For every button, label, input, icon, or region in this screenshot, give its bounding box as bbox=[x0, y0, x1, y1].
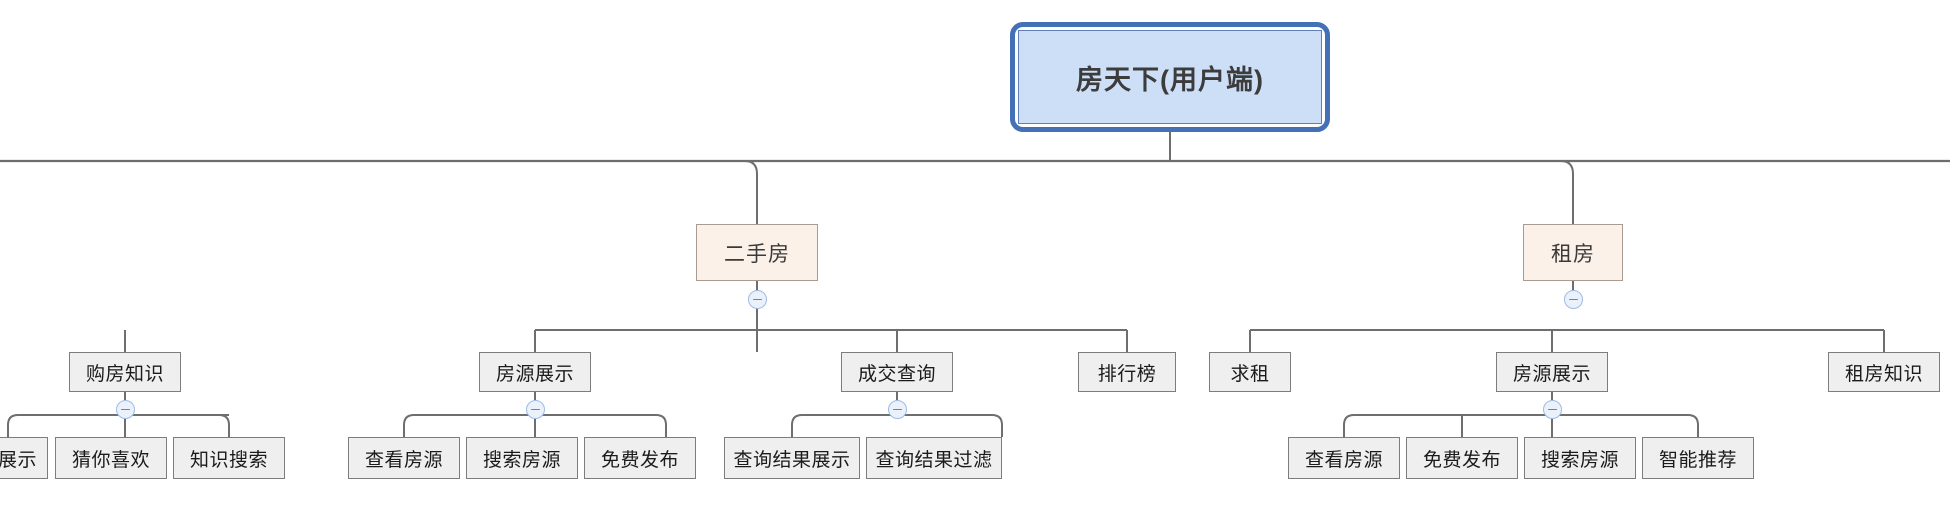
node-esf-chakanfangyuan[interactable]: 查看房源 bbox=[348, 437, 460, 479]
node-label: 免费发布 bbox=[1422, 449, 1501, 471]
node-label: 猜你喜欢 bbox=[71, 449, 150, 471]
node-zf-chakanfangyuan[interactable]: 查看房源 bbox=[1288, 437, 1400, 479]
node-zf-fangyuanzhanshi[interactable]: 房源展示 bbox=[1496, 352, 1608, 392]
edge-b1c1-bus-l bbox=[1343, 414, 1355, 437]
collapse-minus-icon-zufang[interactable] bbox=[1564, 290, 1583, 309]
node-esf-chaxunjieguoguolv[interactable]: 查询结果过滤 bbox=[866, 437, 1002, 479]
minus-glyph bbox=[121, 408, 130, 411]
collapse-minus-icon-goufangzhishi[interactable] bbox=[116, 400, 135, 419]
node-label: 租房 bbox=[1551, 242, 1595, 266]
edge-trunk-to-branch-0 bbox=[744, 160, 758, 224]
node-label: 知识搜索 bbox=[189, 449, 268, 471]
node-branch-ershoufang[interactable]: 二手房 bbox=[696, 224, 818, 281]
node-zf-suosuofangyuan[interactable]: 搜索房源 bbox=[1524, 437, 1636, 479]
edge-trunk-to-branch-1 bbox=[1560, 160, 1574, 224]
edge-b0c0-bus-r bbox=[655, 414, 667, 437]
node-zf-qiuzu[interactable]: 求租 bbox=[1209, 352, 1291, 392]
node-label: 房源展示 bbox=[495, 363, 574, 385]
node-root-label-box: 房天下(用户端) bbox=[1018, 30, 1322, 124]
node-label: 展示 bbox=[0, 449, 37, 471]
node-esf-suosuofangyuan[interactable]: 搜索房源 bbox=[466, 437, 578, 479]
node-esf-mianfeifabu[interactable]: 免费发布 bbox=[584, 437, 696, 479]
node-label: 查询结果过滤 bbox=[875, 449, 993, 471]
node-label: 查看房源 bbox=[364, 449, 443, 471]
node-root[interactable]: 房天下(用户端) bbox=[1010, 22, 1330, 132]
node-label: 排行榜 bbox=[1097, 363, 1157, 385]
edge-b1c1-bus-r bbox=[1687, 414, 1699, 437]
node-esf-fangyuanzhanshi[interactable]: 房源展示 bbox=[479, 352, 591, 392]
node-esf-chengjiaochaxun[interactable]: 成交查询 bbox=[841, 352, 953, 392]
node-label: 二手房 bbox=[724, 242, 790, 266]
node-zf-mianfeifabu[interactable]: 免费发布 bbox=[1406, 437, 1518, 479]
node-left-zhishisousuo[interactable]: 知识搜索 bbox=[173, 437, 285, 479]
node-esf-chaxunjieguozhanshi[interactable]: 查询结果展示 bbox=[724, 437, 860, 479]
node-root-label: 房天下(用户端) bbox=[1076, 64, 1264, 95]
node-label: 智能推荐 bbox=[1658, 449, 1737, 471]
edge-b0c1-bus-l bbox=[791, 414, 803, 437]
edge-b0c0-bus-l bbox=[403, 414, 415, 437]
node-left-zhanshi-partial[interactable]: 展示 bbox=[0, 437, 48, 479]
minus-glyph bbox=[893, 408, 902, 411]
node-esf-paihangbang[interactable]: 排行榜 bbox=[1078, 352, 1176, 392]
node-label: 查看房源 bbox=[1304, 449, 1383, 471]
node-label: 成交查询 bbox=[857, 363, 936, 385]
node-label: 免费发布 bbox=[600, 449, 679, 471]
collapse-minus-icon-esf-chengjiaochaxun[interactable] bbox=[888, 400, 907, 419]
node-zf-zhinengtuijian[interactable]: 智能推荐 bbox=[1642, 437, 1754, 479]
node-label: 房源展示 bbox=[1512, 363, 1591, 385]
node-label: 搜索房源 bbox=[1540, 449, 1619, 471]
minus-glyph bbox=[531, 408, 540, 411]
minus-glyph bbox=[753, 298, 762, 301]
edge-b0c1-bus-r bbox=[991, 414, 1003, 437]
node-label: 求租 bbox=[1230, 363, 1270, 385]
minus-glyph bbox=[1569, 298, 1578, 301]
node-label: 租房知识 bbox=[1844, 363, 1923, 385]
node-label: 购房知识 bbox=[85, 363, 164, 385]
collapse-minus-icon-esf-fangyuanzhanshi[interactable] bbox=[526, 400, 545, 419]
node-branch-zufang[interactable]: 租房 bbox=[1523, 224, 1623, 281]
collapse-minus-icon-ershoufang[interactable] bbox=[748, 290, 767, 309]
node-left-caonixihuan[interactable]: 猜你喜欢 bbox=[55, 437, 167, 479]
node-label: 查询结果展示 bbox=[733, 449, 851, 471]
node-zf-zufangzhishi[interactable]: 租房知识 bbox=[1828, 352, 1940, 392]
node-goufangzhishi[interactable]: 购房知识 bbox=[69, 352, 181, 392]
node-label: 搜索房源 bbox=[482, 449, 561, 471]
collapse-minus-icon-zf-fangyuanzhanshi[interactable] bbox=[1543, 400, 1562, 419]
minus-glyph bbox=[1548, 408, 1557, 411]
